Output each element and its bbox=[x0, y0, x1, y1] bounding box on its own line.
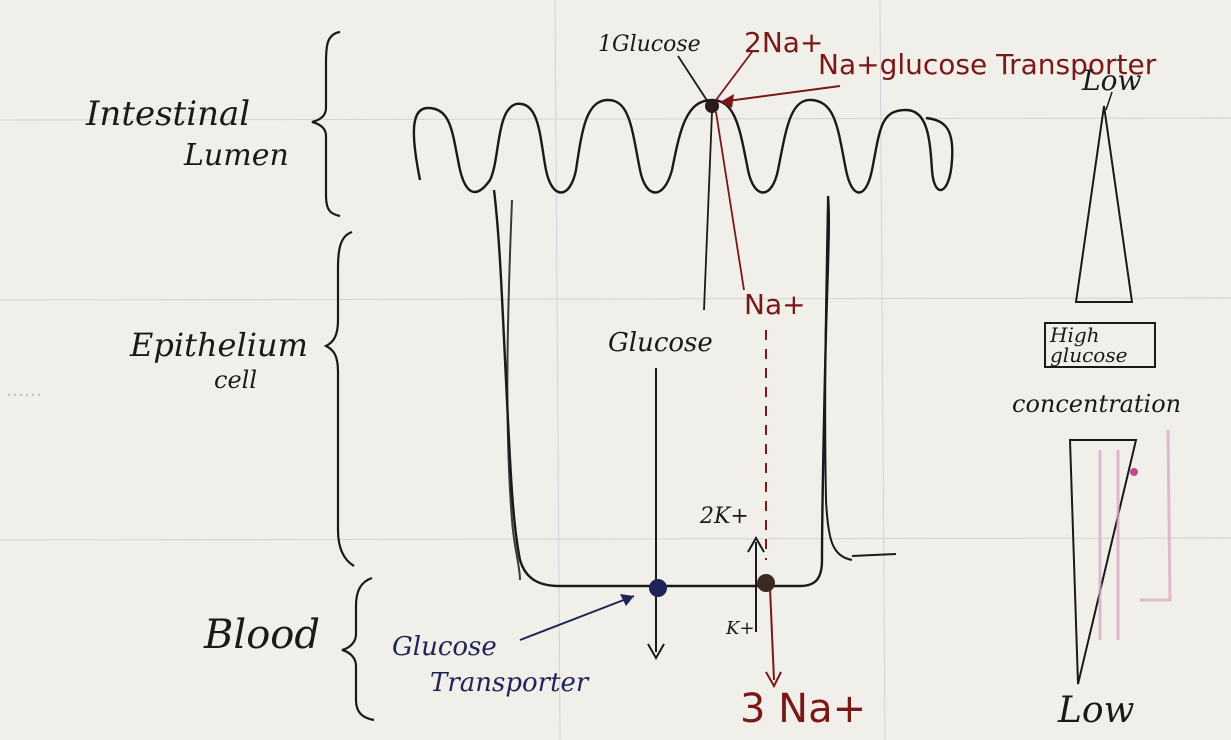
glucose-transporter-label: Glucose bbox=[392, 632, 497, 662]
concentration-label: concentration bbox=[1012, 390, 1181, 418]
glucose-mid-label: Glucose bbox=[608, 328, 713, 358]
two-k-label: 2K+ bbox=[700, 504, 749, 529]
intestinal-lumen-label: Intestinal bbox=[86, 94, 250, 134]
glucose-entry-line bbox=[678, 56, 708, 102]
transporter-pointer bbox=[720, 86, 840, 102]
one-glucose-label: 1Glucose bbox=[598, 32, 701, 57]
two-na-label: 2Na+ bbox=[744, 26, 823, 59]
na-entry-line bbox=[716, 52, 752, 100]
blood-brace bbox=[342, 578, 374, 720]
na-k-pump-dot bbox=[757, 574, 775, 592]
gradient-triangle-top bbox=[1076, 106, 1132, 302]
na-plus-label: Na+ bbox=[744, 288, 806, 321]
epithelium-cell-label-2: cell bbox=[214, 366, 257, 394]
k-plus-label: K+ bbox=[726, 618, 755, 639]
faint-bleed-text: …… bbox=[6, 380, 42, 401]
neighbor-cell-edge bbox=[852, 554, 896, 556]
microvilli-membrane bbox=[414, 100, 952, 193]
gradient-top-low-label: Low bbox=[1082, 64, 1141, 97]
pink-dot bbox=[1130, 468, 1138, 476]
gradient-bottom-low-label: Low bbox=[1058, 690, 1134, 731]
glucose-transporter-label-2: Transporter bbox=[430, 668, 588, 698]
na-path-line bbox=[716, 112, 744, 290]
high-glucose-box: High glucose bbox=[1044, 322, 1156, 368]
gradient-triangle-bottom bbox=[1070, 440, 1136, 684]
three-na-arrow bbox=[770, 588, 774, 680]
intestinal-lumen-label-2: Lumen bbox=[184, 138, 289, 173]
glucose-transporter-pointer bbox=[520, 596, 634, 640]
blood-label: Blood bbox=[204, 612, 320, 658]
high-label: High bbox=[1050, 325, 1150, 345]
cell-left-wall bbox=[494, 190, 829, 586]
lumen-brace bbox=[312, 32, 340, 216]
three-na-label: 3 Na+ bbox=[740, 686, 866, 732]
glucose-transporter-dot bbox=[649, 579, 667, 597]
faint-pink-marks bbox=[1100, 430, 1170, 640]
glucose-path-line bbox=[704, 112, 712, 310]
epithelium-brace bbox=[326, 232, 354, 566]
epithelium-cell-label: Epithelium bbox=[130, 326, 308, 364]
glucose-label: glucose bbox=[1050, 345, 1150, 365]
